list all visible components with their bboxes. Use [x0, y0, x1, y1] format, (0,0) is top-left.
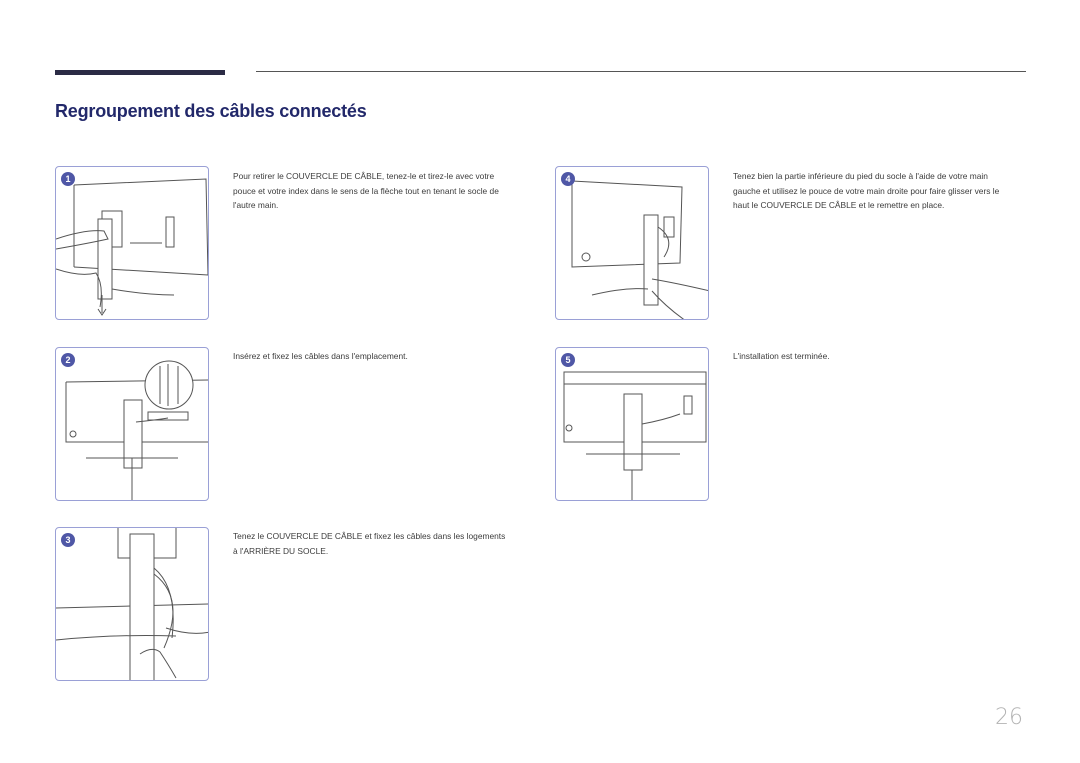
step-3-badge: 3: [61, 533, 75, 547]
step-5-illustration: 5: [555, 347, 709, 501]
page-number: 26: [995, 705, 1023, 730]
step-4-illustration: 4: [555, 166, 709, 320]
step-4-badge: 4: [561, 172, 575, 186]
step-2-text: Insérez et fixez les câbles dans l'empla…: [233, 351, 408, 361]
step-1-text: Pour retirer le COUVERCLE DE CÂBLE, tene…: [233, 171, 499, 210]
step-1-illustration: 1: [55, 166, 209, 320]
step-5-text: L'installation est terminée.: [733, 351, 830, 361]
step-3-text: Tenez le COUVERCLE DE CÂBLE et fixez les…: [233, 531, 506, 556]
step-2-badge: 2: [61, 353, 75, 367]
page-title: Regroupement des câbles connectés: [55, 101, 367, 121]
step-1-badge: 1: [61, 172, 75, 186]
step-3-illustration: 3: [55, 527, 209, 681]
header-rule: [256, 71, 1026, 72]
step-5-badge: 5: [561, 353, 575, 367]
step-2-illustration: 2: [55, 347, 209, 501]
step-4-text: Tenez bien la partie inférieure du pied …: [733, 171, 1000, 210]
header-accent-bar: [55, 70, 225, 75]
